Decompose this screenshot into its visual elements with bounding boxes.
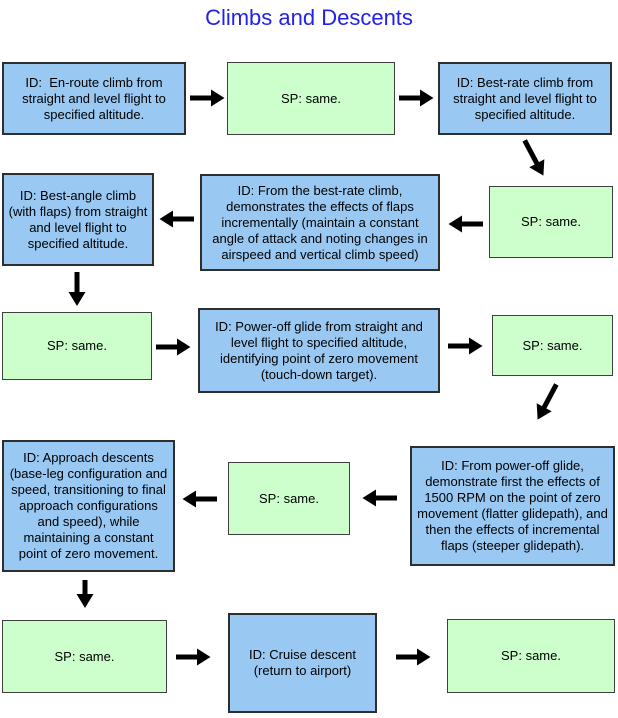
box-best-rate-climb: ID: Best-rate climb from straight and le… xyxy=(438,62,612,135)
diagram-title: Climbs and Descents xyxy=(205,5,413,30)
flow-arrow-right-icon xyxy=(396,648,431,666)
box-sp-same-2: SP: same. xyxy=(489,186,613,258)
flow-arrow-left-icon xyxy=(182,490,217,508)
flow-arrow-left-icon xyxy=(362,489,397,507)
box-flaps-effects: ID: From the best-rate climb, demonstrat… xyxy=(200,174,440,271)
flow-arrow-right-icon xyxy=(190,89,225,107)
flow-arrow-left-icon xyxy=(159,210,194,228)
box-cruise-descent: ID: Cruise descent (return to airport) xyxy=(228,613,377,713)
flow-arrow-right-icon xyxy=(156,338,191,356)
box-sp-same-6: SP: same. xyxy=(2,620,167,693)
box-glide-rpm-flaps: ID: From power-off glide, demonstrate fi… xyxy=(410,446,615,566)
flow-arrow-left-icon xyxy=(448,215,483,233)
flow-arrow-right-icon xyxy=(176,648,211,666)
box-best-angle-climb: ID: Best-angle climb (with flaps) from s… xyxy=(2,173,154,266)
flow-arrow-right-icon xyxy=(448,337,483,355)
box-sp-same-5: SP: same. xyxy=(228,462,350,535)
flow-arrow-down-icon xyxy=(76,580,94,608)
flow-arrow-down-icon xyxy=(68,272,86,306)
box-sp-same-4: SP: same. xyxy=(492,315,613,376)
flow-arrow-right-icon xyxy=(399,89,434,107)
flow-arrow-down-right-icon xyxy=(522,139,545,176)
box-sp-same-3: SP: same. xyxy=(2,312,152,380)
box-enroute-climb: ID: En-route climb from straight and lev… xyxy=(2,62,186,135)
flow-arrow-down-left-icon xyxy=(536,383,559,420)
box-power-off-glide: ID: Power-off glide from straight and le… xyxy=(198,308,440,393)
box-sp-same-1: SP: same. xyxy=(227,62,395,135)
box-approach-descents: ID: Approach descents (base-leg configur… xyxy=(2,440,175,572)
box-sp-same-7: SP: same. xyxy=(447,619,615,693)
